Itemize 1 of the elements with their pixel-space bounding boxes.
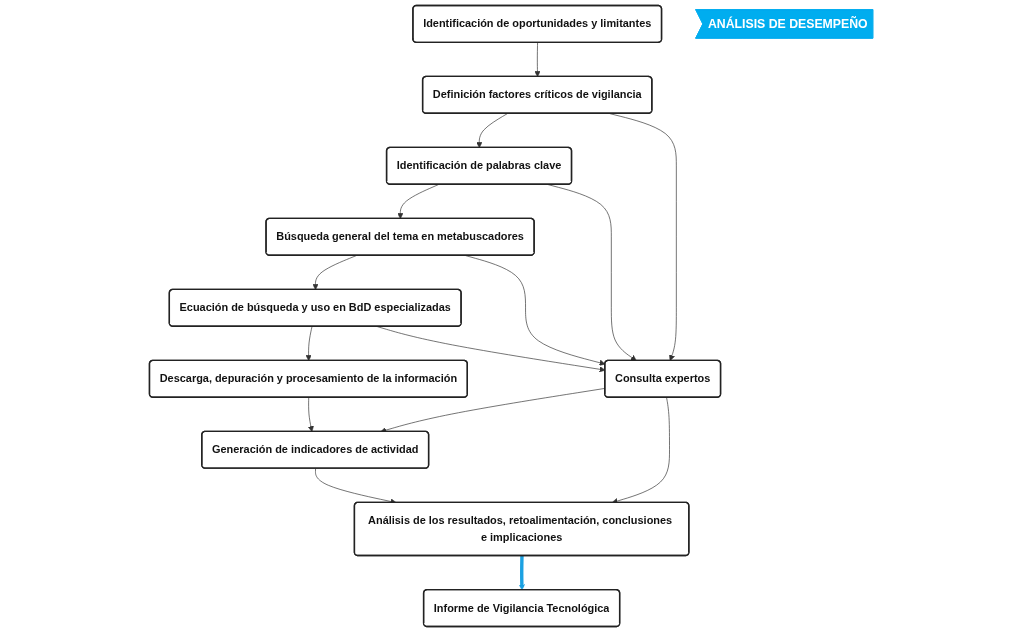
arrow: [519, 555, 526, 591]
